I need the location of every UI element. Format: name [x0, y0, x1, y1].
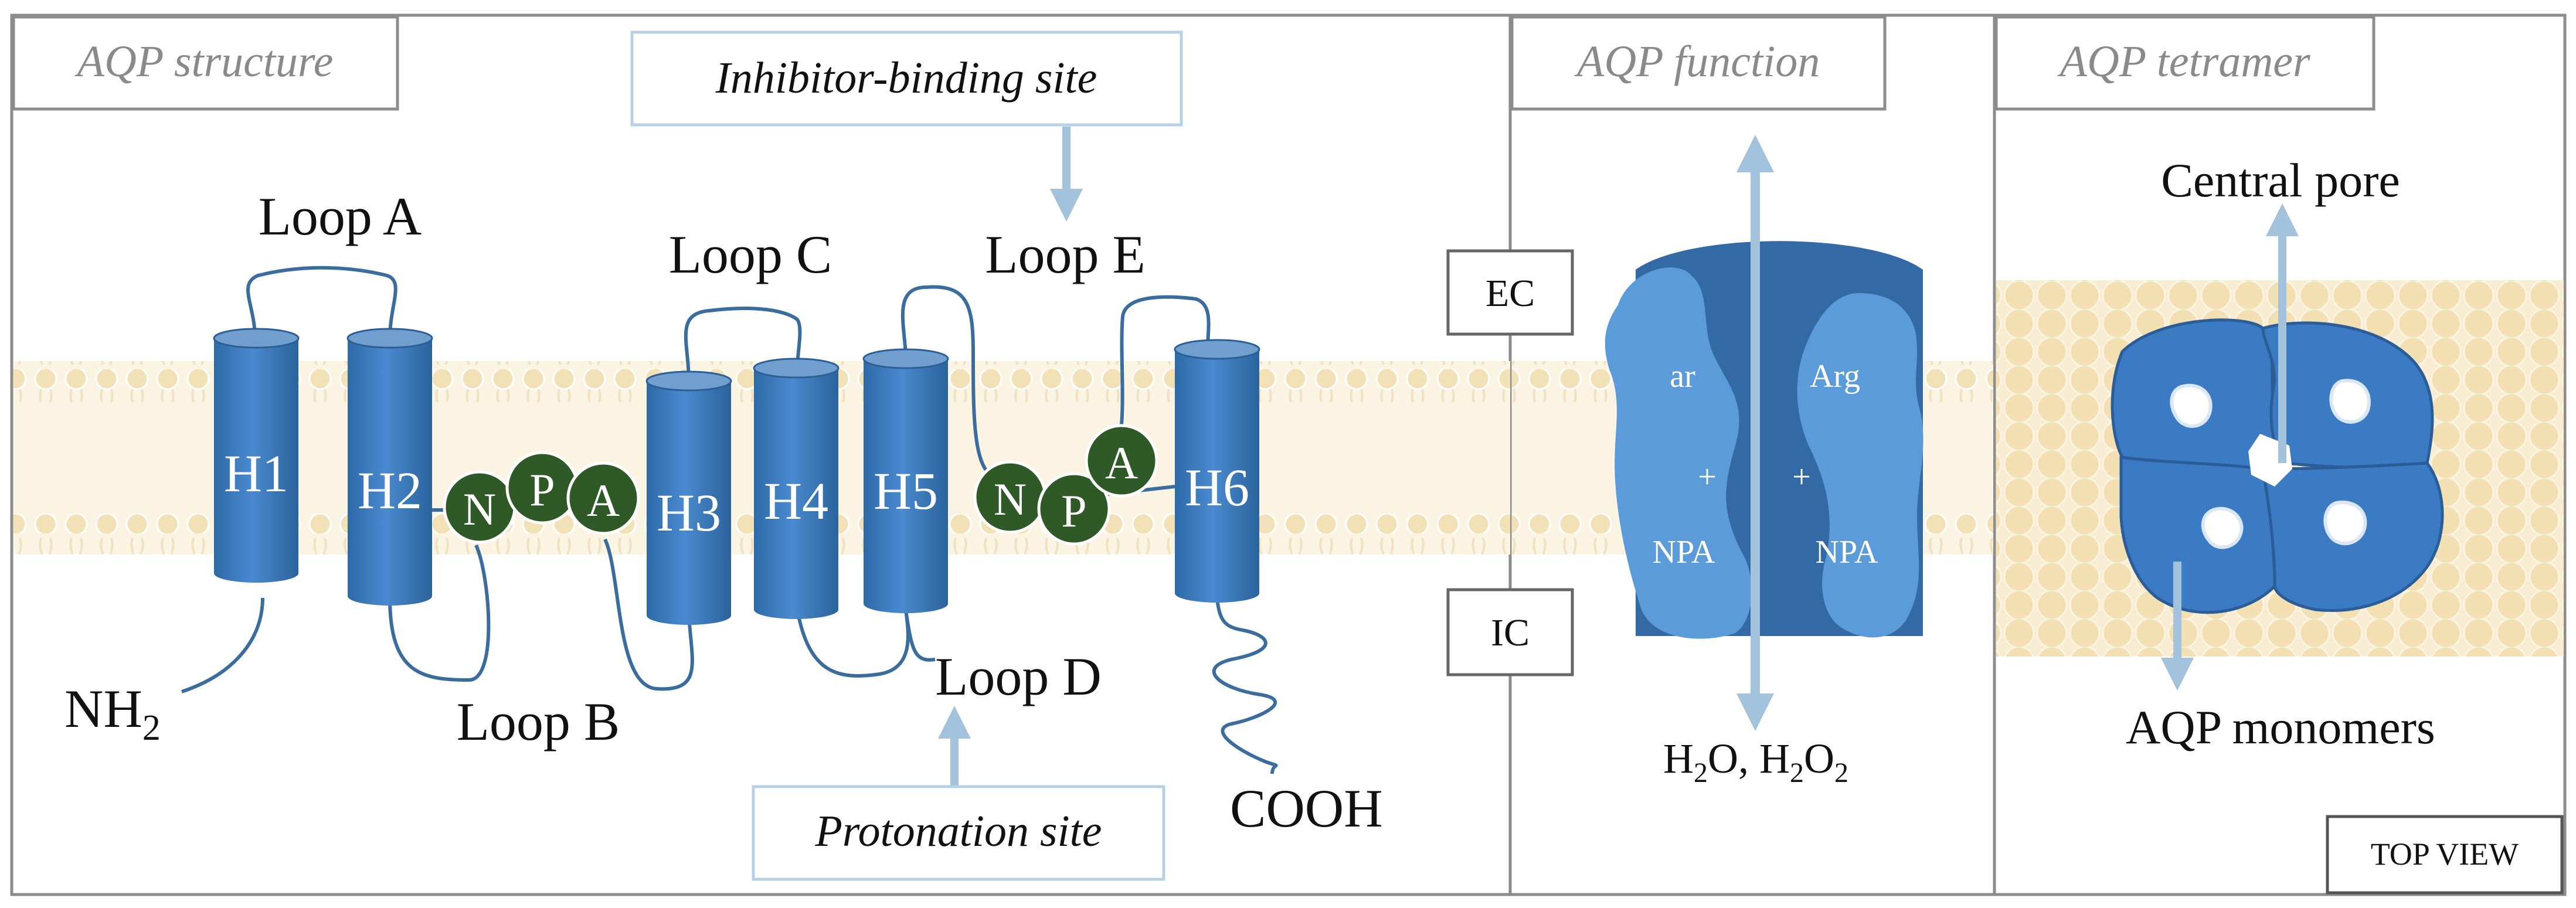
helix-h4-label: H4: [764, 472, 828, 530]
loop-a-label: Loop A: [259, 186, 422, 246]
left-npa: NPA: [1653, 534, 1715, 570]
helix-h5-label: H5: [874, 462, 938, 521]
channel-left-wall: [1605, 267, 1752, 639]
loop-c-label: Loop C: [669, 225, 832, 284]
ec-box: [1446, 249, 1574, 336]
central-pore-label: Central pore: [2161, 154, 2400, 207]
top-view-label: TOP VIEW: [2371, 836, 2519, 872]
helix-h6-label: H6: [1185, 459, 1249, 517]
structure-title-box: [12, 15, 399, 111]
tetramer: [2111, 318, 2444, 614]
npa2-a: A: [1105, 437, 1138, 488]
monomer-pore-2: [2329, 379, 2371, 424]
right-residue: Arg: [1810, 358, 1860, 395]
helix-h2-label: H2: [358, 462, 422, 520]
protonation-label: Protonation site: [814, 807, 1102, 856]
left-residue: ar: [1670, 358, 1695, 395]
left-charge: +: [1698, 459, 1717, 495]
helix-h5: H5: [862, 348, 949, 613]
function-title-box: [1510, 15, 1887, 111]
loop-b-label: Loop B: [457, 692, 620, 751]
inhibitor-box: [630, 30, 1183, 127]
c-terminus-label: COOH: [1230, 778, 1383, 838]
figure-frame: [10, 13, 2567, 896]
npa1-p: P: [529, 464, 555, 515]
protonation-box: [752, 785, 1165, 881]
ec-label: EC: [1486, 272, 1535, 315]
monomers-label: AQP monomers: [2126, 700, 2435, 754]
right-npa: NPA: [1816, 534, 1878, 570]
helix-h1: H1: [213, 328, 300, 583]
helix-h2: H2: [346, 328, 433, 606]
helix-h3: H3: [645, 370, 732, 625]
channel-right-wall: [1797, 293, 1923, 638]
function-title: AQP function: [1574, 37, 1820, 86]
monomer-pore-1: [2170, 383, 2213, 428]
helix-h3-label: H3: [657, 484, 721, 542]
loop-e-label: Loop E: [985, 225, 1145, 284]
ic-label: IC: [1491, 611, 1530, 654]
n-terminus-label: NH2: [64, 679, 161, 748]
monomer-pore-3: [2201, 506, 2244, 549]
structure-title: AQP structure: [74, 37, 334, 86]
tetramer-panel: AQP tetramer Central pore AQP monomers T…: [1994, 15, 2564, 895]
ic-box: [1446, 588, 1574, 676]
helix-h6: H6: [1174, 339, 1260, 603]
helix-h4: H4: [753, 358, 840, 619]
monomer-pore-4: [2323, 501, 2367, 546]
npa-motif-1: N P A: [432, 451, 640, 544]
right-charge: +: [1792, 459, 1811, 495]
inhibitor-label: Inhibitor-binding site: [715, 53, 1097, 103]
npa1-n: N: [463, 484, 496, 535]
npa2-n: N: [994, 474, 1027, 525]
substrate-label: H2O, H2O2: [1663, 735, 1848, 788]
npa1-a: A: [587, 475, 620, 526]
structure-panel: AQP structure Inhibitor-binding site H1: [12, 15, 1510, 881]
top-view-box: [2326, 815, 2564, 895]
tetramer-title: AQP tetramer: [2057, 37, 2310, 86]
loop-d-label: Loop D: [935, 647, 1102, 706]
loop-lines: [181, 266, 1278, 774]
npa-motif-2: N P A: [973, 424, 1175, 546]
helix-h1-label: H1: [224, 445, 288, 503]
function-panel: AQP function EC IC ar Arg + + NPA NPA H2…: [1446, 15, 1993, 788]
tetramer-title-box: [1994, 15, 2376, 111]
npa2-p: P: [1061, 485, 1086, 536]
